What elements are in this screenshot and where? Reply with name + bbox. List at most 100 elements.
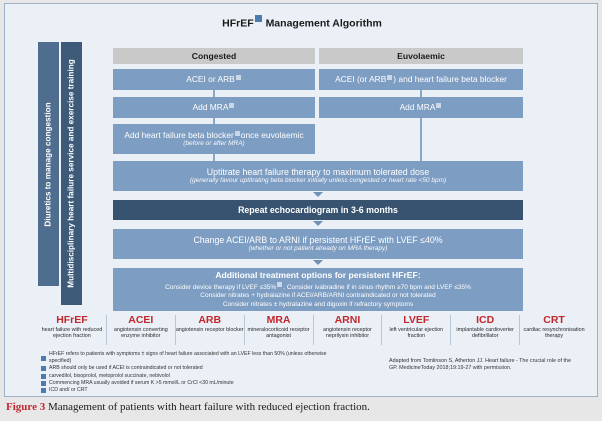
figure-caption-text: Management of patients with heart failur… <box>47 401 370 413</box>
down-arrow-icon <box>313 260 323 265</box>
congested-step3: Add heart failure beta blocker once euvol… <box>113 124 315 154</box>
legend-abbr: CRT <box>543 314 565 326</box>
congested-step3-text: Add heart failure beta blocker <box>124 130 234 141</box>
note-marker-icon <box>41 373 46 379</box>
congested-step1-text: ACEI or ARB <box>186 74 235 85</box>
note-marker-icon <box>41 387 46 393</box>
footnote-text: ICD and/ or CRT <box>49 386 88 393</box>
connector <box>420 90 422 97</box>
congested-step3-sub: (before or after MRA) <box>183 140 245 148</box>
additional-line-1b: . Consider ivabradine if in sinus rhythm… <box>283 284 471 291</box>
congested-step2-text: Add MRA <box>192 102 229 113</box>
multidisciplinary-label: Multidisciplinary heart failure service … <box>67 59 76 288</box>
connector <box>420 118 422 161</box>
arni-box: Change ACEI/ARB to ARNI if persistent HF… <box>113 229 523 259</box>
euvolaemic-header: Euvolaemic <box>319 48 523 64</box>
footnote: carvedilol, bisoprolol, metoprolol succi… <box>41 373 341 380</box>
uptitrate-sub: (generally favour uptitrating beta block… <box>189 177 447 185</box>
note-marker-icon <box>436 103 442 109</box>
euvolaemic-header-label: Euvolaemic <box>397 50 445 61</box>
note-marker-icon <box>235 75 241 81</box>
footnote: ICD and/ or CRT <box>41 387 341 394</box>
legend-abbr: ARNI <box>334 314 361 326</box>
euvolaemic-step1-text: ACEI (or ARB <box>335 74 387 85</box>
euvolaemic-step2-text: Add MRA <box>399 102 436 113</box>
diuretics-label: Diuretics to manage congestion <box>44 101 54 227</box>
congested-header-label: Congested <box>191 50 237 61</box>
euvolaemic-step1-text-b: ) and heart failure beta blocker <box>393 74 507 85</box>
diuretics-bar: Diuretics to manage congestion <box>38 42 59 286</box>
legend-abbr: ARB <box>198 314 222 326</box>
legend-abbr: ICD <box>476 314 495 326</box>
note-marker-icon <box>41 380 46 386</box>
note-marker-icon <box>254 15 262 22</box>
footnote-text: carvedilol, bisoprolol, metoprolol succi… <box>49 372 170 379</box>
additional-line-2: Consider nitrates + hydralazine if ACEI/… <box>200 292 436 300</box>
legend-def: mineralocorticoid receptor antagonist <box>247 326 310 339</box>
euvolaemic-step2: Add MRA <box>319 97 523 118</box>
congested-step3-text-b: once euvolaemic <box>240 130 304 141</box>
note-marker-icon <box>277 282 283 287</box>
footnote-text: HFrEF refers to patients with symptoms ±… <box>49 351 327 365</box>
note-marker-icon <box>41 366 46 372</box>
legend-abbr: MRA <box>266 314 291 326</box>
figure-caption: Figure 3 Management of patients with hea… <box>6 401 370 413</box>
additional-line-1: Consider device therapy if LVEF ≤35% . Co… <box>165 282 471 292</box>
footnote-text: Commencing MRA usually avoided if serum … <box>49 379 234 386</box>
echo-text: Repeat echocardiogram in 3-6 months <box>238 204 398 215</box>
legend-def: implantable cardioverter defibrillator <box>456 326 514 339</box>
congested-header: Congested <box>113 48 315 64</box>
title-abbr: HFrEF <box>222 17 254 30</box>
algorithm-title: HFrEF Management Algorithm <box>5 15 599 30</box>
note-marker-icon <box>234 131 240 137</box>
additional-line-3: Consider nitrates ± hydralazine and digo… <box>222 300 414 308</box>
connector <box>213 90 215 97</box>
congested-step2: Add MRA <box>113 97 315 118</box>
legend-abbr: LVEF <box>403 314 430 326</box>
additional-line-1a: Consider device therapy if LVEF ≤35% <box>165 284 277 291</box>
congested-step1: ACEI or ARB <box>113 69 315 90</box>
footnotes: HFrEF refers to patients with symptoms ±… <box>41 351 341 394</box>
arni-text: Change ACEI/ARB to ARNI if persistent HF… <box>193 234 443 245</box>
legend-abbr: HFrEF <box>56 314 88 326</box>
footnote: HFrEF refers to patients with symptoms ±… <box>41 351 341 365</box>
uptitrate-text: Uptitrate heart failure therapy to maxim… <box>206 166 430 177</box>
uptitrate-box: Uptitrate heart failure therapy to maxim… <box>113 161 523 191</box>
legend-def: heart failure with reduced ejection frac… <box>41 326 103 339</box>
legend-def: angiotensin converting enzyme inhibitor <box>113 326 168 339</box>
figure-label: Figure 3 <box>6 401 46 413</box>
legend-abbr: ACEI <box>128 314 154 326</box>
note-marker-icon <box>387 75 393 81</box>
additional-title: Additional treatment options for persist… <box>215 269 421 280</box>
arni-sub: (whether or not patient already on MRA t… <box>248 245 388 253</box>
title-text: Management Algorithm <box>265 17 382 30</box>
source-citation: Adapted from Tomlinson S, Atherton JJ. H… <box>389 358 571 372</box>
note-marker-icon <box>41 355 46 361</box>
connector <box>213 118 215 124</box>
legend-def: left ventricular ejection fraction <box>389 326 444 339</box>
euvolaemic-step1: ACEI (or ARB ) and heart failure beta blo… <box>319 69 523 90</box>
down-arrow-icon <box>313 221 323 226</box>
note-marker-icon <box>229 103 235 109</box>
legend-def: angiotensin receptor neprilysin inhibito… <box>323 326 372 339</box>
legend-def: angiotensin receptor blocker <box>175 326 244 333</box>
footnote: ARB should only be used if ACEI is contr… <box>41 365 341 372</box>
footnote: Commencing MRA usually avoided if serum … <box>41 380 341 387</box>
footnote-text: ARB should only be used if ACEI is contr… <box>49 365 203 372</box>
multidisciplinary-bar: Multidisciplinary heart failure service … <box>61 42 82 305</box>
additional-options-box: Additional treatment options for persist… <box>113 268 523 311</box>
connector <box>213 154 215 161</box>
legend-def: cardiac resynchronisation therapy <box>523 326 585 339</box>
algorithm-frame: HFrEF Management Algorithm Diuretics to … <box>4 3 598 397</box>
echo-box: Repeat echocardiogram in 3-6 months <box>113 200 523 220</box>
down-arrow-icon <box>313 192 323 197</box>
